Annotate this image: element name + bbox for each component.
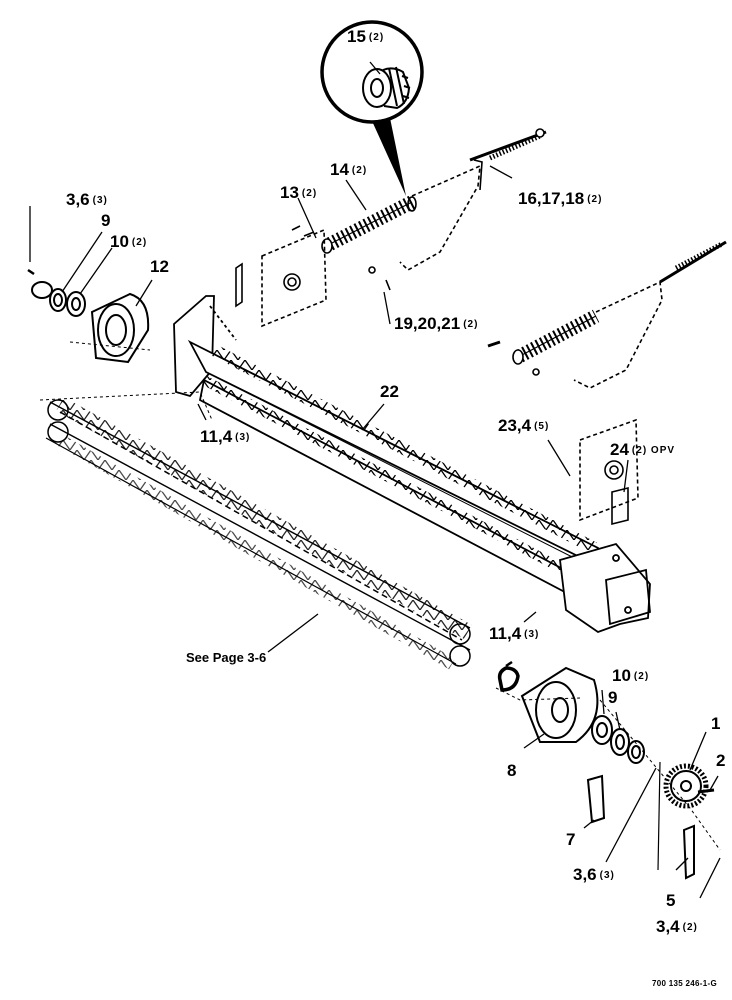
callout-11-4-right-number: 11,4 [489, 624, 522, 643]
callout-9-left: 9 [101, 212, 110, 229]
callout-2: 2 [716, 752, 725, 769]
callout-16-17-18-number: 16,17,18 [518, 189, 585, 208]
callout-23-4-number: 23,4 [498, 416, 532, 435]
callout-10-right-quantity: (2) [633, 671, 650, 682]
callout-9-right-number: 9 [608, 688, 618, 707]
callout-3-6-right-quantity: (3) [599, 870, 615, 881]
callout-11-4-left: 11,4(3) [200, 428, 250, 445]
callout-2-number: 2 [716, 751, 726, 770]
callout-11-4-left-quantity: (3) [235, 432, 251, 443]
document-number: 700 135 246-1-G [652, 979, 717, 988]
callout-23-4-quantity: (5) [534, 421, 550, 432]
callout-11-4-left-number: 11,4 [200, 427, 233, 446]
callout-19-20-21-quantity: (2) [463, 319, 479, 330]
spring-plug-detail [362, 66, 411, 110]
spring-assembly-right [487, 240, 727, 526]
callout-13-quantity: (2) [301, 188, 318, 199]
callout-19-20-21-number: 19,20,21 [394, 314, 461, 333]
callout-12-number: 12 [150, 257, 169, 276]
callout-5: 5 [666, 892, 675, 909]
detail-circle [320, 20, 424, 196]
callout-7-number: 7 [566, 830, 576, 849]
callout-8-number: 8 [507, 761, 517, 780]
callout-9-right: 9 [608, 689, 617, 706]
callout-3-4-quantity: (2) [682, 922, 698, 933]
callout-14: 14(2) [330, 161, 367, 178]
callout-12: 12 [150, 258, 169, 275]
callout-10-left-quantity: (2) [131, 237, 148, 248]
callout-22: 22 [380, 383, 399, 400]
callout-10-left: 10(2) [110, 233, 147, 250]
callout-1-number: 1 [711, 714, 721, 733]
spring-assembly-left [235, 128, 547, 328]
callout-11-4-right: 11,4(3) [489, 625, 539, 642]
callout-3-6-left: 3,6(3) [66, 191, 108, 208]
callout-24-number: 24 [610, 440, 629, 459]
callout-3-4: 3,4(2) [656, 918, 698, 935]
callout-15-quantity: (2) [368, 32, 385, 43]
auger-beam [173, 295, 651, 634]
callout-3-4-number: 3,4 [656, 917, 680, 936]
leader-lines [29, 61, 721, 899]
callout-10-right-number: 10 [612, 666, 631, 685]
callout-13-number: 13 [280, 183, 299, 202]
callout-16-17-18-quantity: (2) [587, 194, 603, 205]
right-drive-group [495, 660, 721, 880]
callout-23-4: 23,4(5) [498, 417, 549, 434]
callout-1: 1 [711, 715, 720, 732]
callout-3-6-right: 3,6(3) [573, 866, 615, 883]
callout-22-number: 22 [380, 382, 399, 401]
callout-14-quantity: (2) [351, 165, 368, 176]
pickup-reel [45, 397, 472, 670]
callout-24: 24(2) OPV [610, 441, 675, 458]
callout-3-6-right-number: 3,6 [573, 865, 597, 884]
callout-5-number: 5 [666, 891, 676, 910]
callout-10-left-number: 10 [110, 232, 129, 251]
callout-14-number: 14 [330, 160, 349, 179]
callout-24-quantity: (2) OPV [631, 445, 676, 456]
callout-11-4-right-quantity: (3) [524, 629, 540, 640]
left-bearing-group [27, 268, 213, 421]
see-page-note: See Page 3-6 [186, 650, 267, 665]
callout-10-right: 10(2) [612, 667, 649, 684]
callout-7: 7 [566, 831, 575, 848]
callout-16-17-18: 16,17,18(2) [518, 190, 602, 207]
callout-3-6-left-number: 3,6 [66, 190, 90, 209]
callout-8: 8 [507, 762, 516, 779]
callout-13: 13(2) [280, 184, 317, 201]
callout-15-number: 15 [347, 27, 366, 46]
callout-9-left-number: 9 [101, 211, 111, 230]
callout-19-20-21: 19,20,21(2) [394, 315, 478, 332]
callout-15: 15(2) [347, 28, 384, 45]
callout-3-6-left-quantity: (3) [92, 195, 108, 206]
